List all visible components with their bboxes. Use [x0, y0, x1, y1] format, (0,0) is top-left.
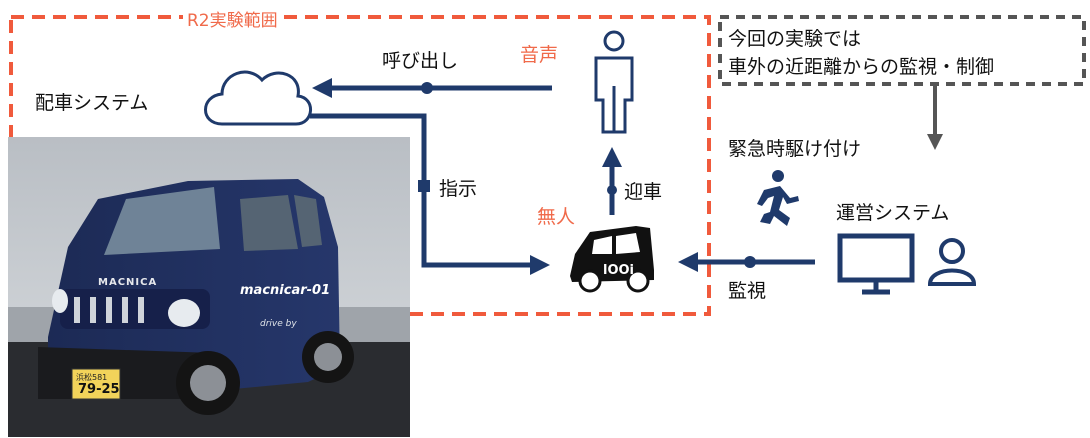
monitor-icon — [837, 233, 915, 295]
unmanned-label: 無人 — [537, 206, 576, 228]
call-label: 呼び出し — [382, 50, 459, 72]
pickup-dot — [607, 185, 617, 195]
monitor-dot — [744, 256, 756, 268]
cloud-icon — [204, 70, 312, 126]
scope-label: R2実験範囲 — [183, 6, 282, 31]
vehicle-photo: MACNICA macnicar-01 drive by 浜松581 79-25 — [8, 137, 410, 437]
ops-system-label: 運営システム — [836, 202, 950, 224]
note-line1: 今回の実験では — [728, 28, 862, 50]
person-icon — [594, 30, 634, 134]
instruction-dot — [418, 180, 430, 192]
voice-label: 音声 — [520, 44, 559, 66]
runner-icon — [757, 170, 799, 226]
drive-by-text: drive by — [260, 319, 297, 329]
plate-top: 浜松581 — [76, 373, 108, 382]
emergency-label: 緊急時駆け付け — [728, 138, 862, 160]
car-logo: macnicar-01 — [240, 283, 331, 298]
dispatch-system-label: 配車システム — [35, 92, 149, 114]
user-icon — [927, 238, 977, 286]
note-box-border — [718, 15, 1086, 86]
vehicle-photo-graphics — [8, 137, 410, 437]
call-dot — [421, 82, 433, 94]
monitor-label: 監視 — [728, 280, 767, 302]
plate-bottom: 79-25 — [78, 382, 120, 397]
pickup-label: 迎車 — [624, 181, 663, 203]
svg-text:lOOi: lOOi — [603, 263, 634, 278]
vehicle-brand: MACNICA — [98, 277, 158, 288]
instruction-label: 指示 — [439, 178, 478, 200]
car-icon: lOOi — [570, 226, 654, 293]
note-line2: 車外の近距離からの監視・制御 — [728, 56, 995, 78]
